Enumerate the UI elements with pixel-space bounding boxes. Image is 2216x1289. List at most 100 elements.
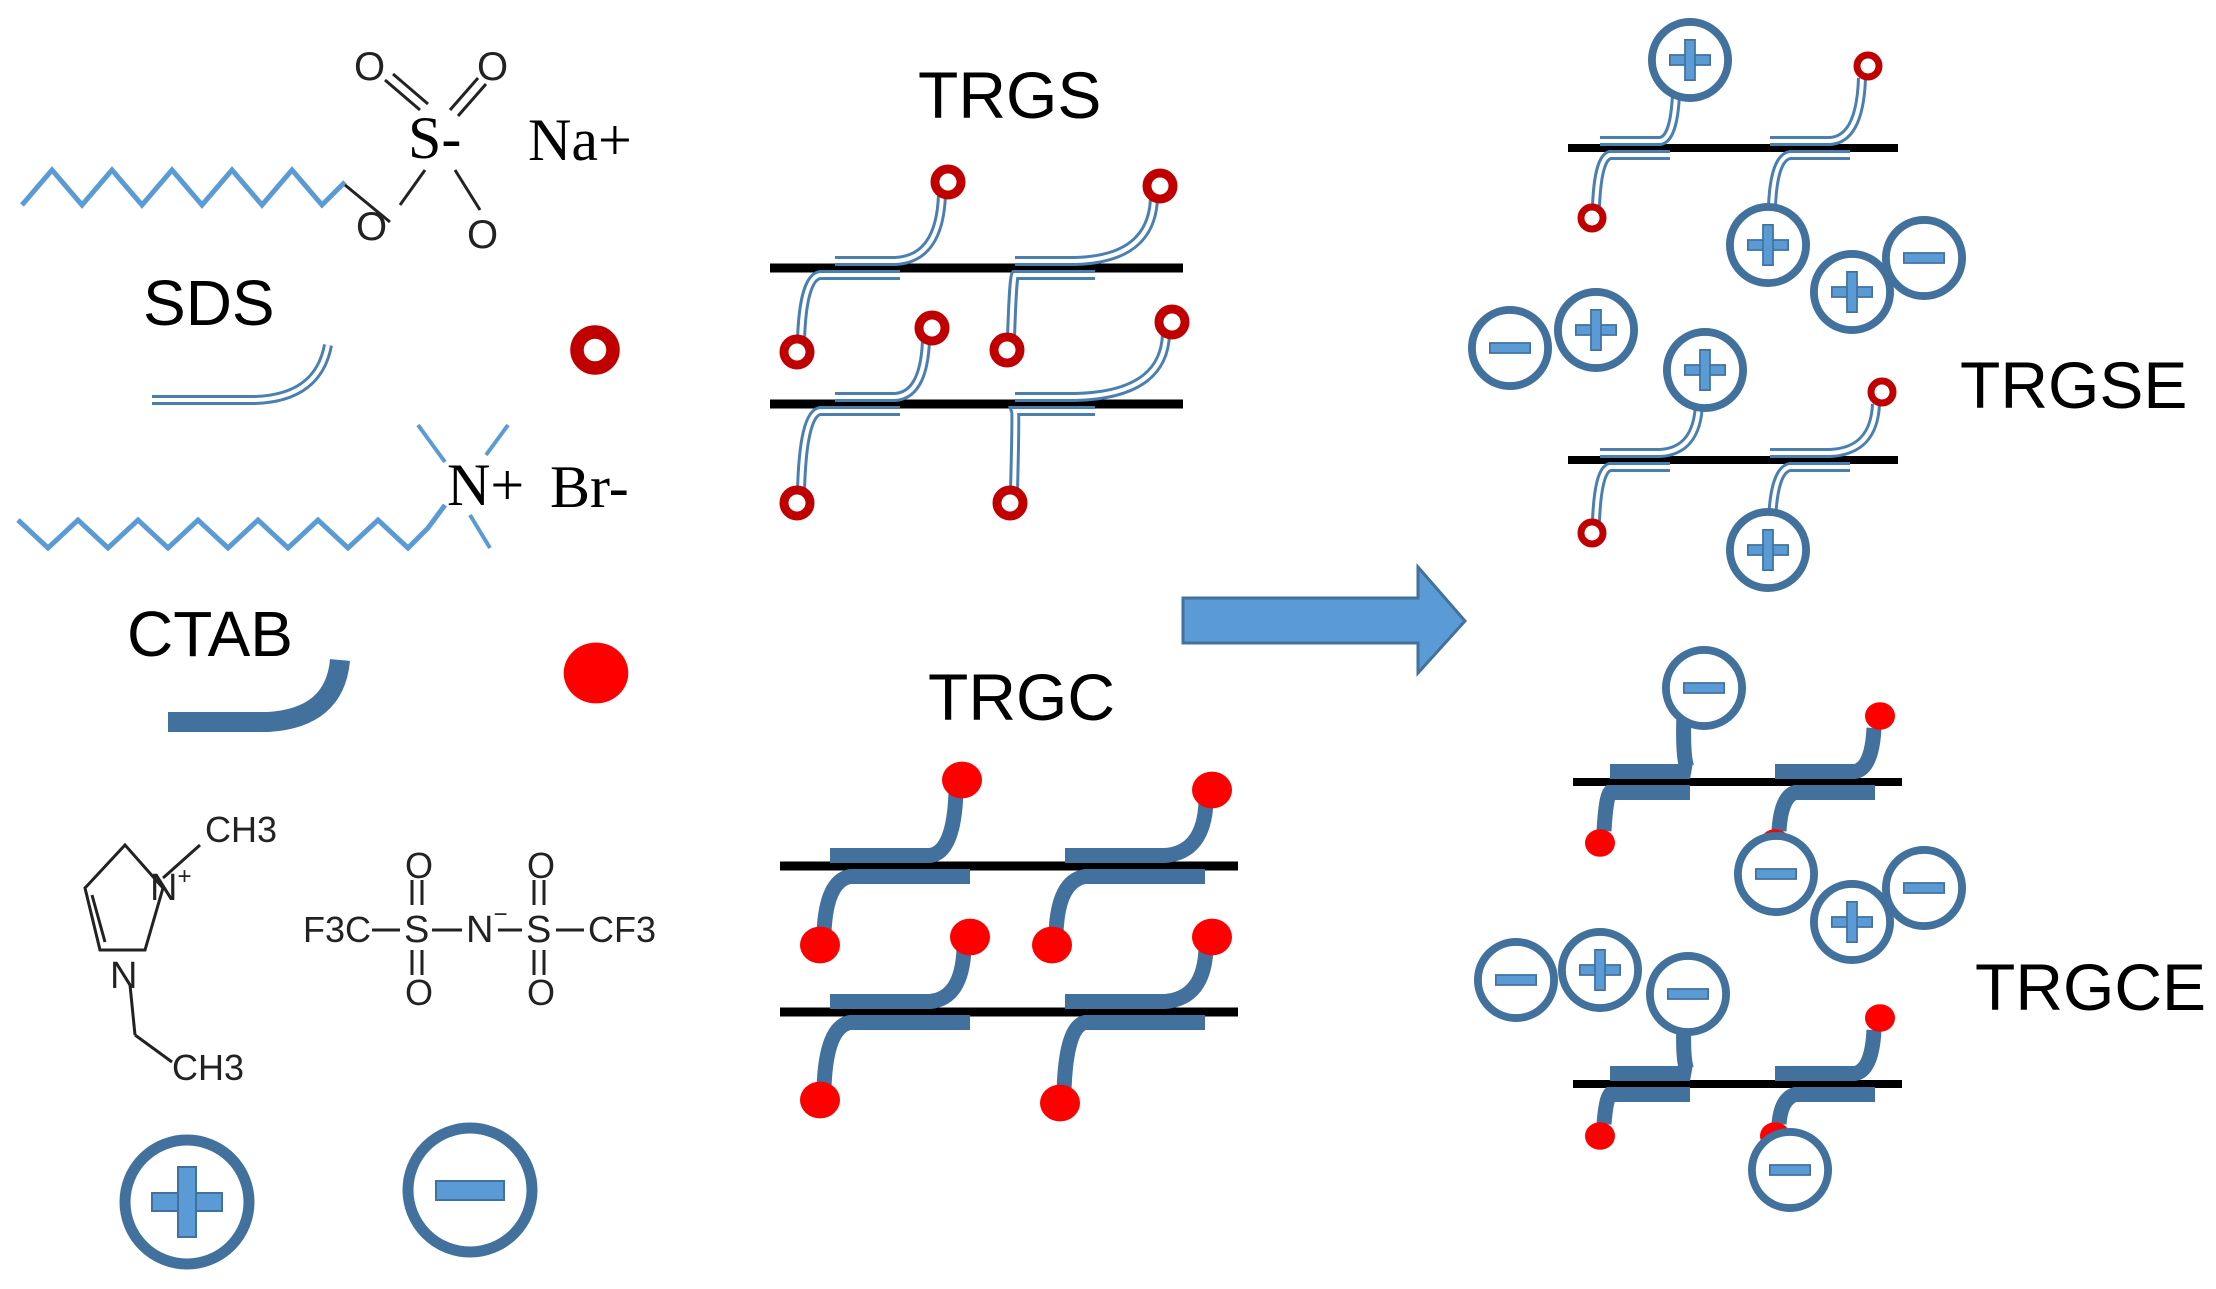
sds-tail (796, 406, 900, 492)
ctab-tail (816, 1015, 970, 1089)
sds-head-icon (914, 310, 950, 346)
ctab-head-icon (942, 761, 982, 799)
cation-icon (1553, 287, 1639, 373)
sds-tail (1600, 93, 1681, 146)
sds-head-icon (930, 164, 966, 200)
cation-icon (1662, 327, 1748, 413)
tfsi-cf3-right: CF3 (588, 909, 656, 950)
anion-legend-icon (402, 1122, 538, 1258)
ion-bar (1666, 988, 1710, 1000)
sds-tail (1006, 270, 1095, 339)
sds-tail-core (1015, 333, 1168, 399)
ion-bar-vertical (1699, 348, 1711, 392)
sds-head-icon (1577, 518, 1607, 548)
ion-bar-vertical (1846, 270, 1858, 314)
process-arrow (1181, 562, 1468, 677)
sds-sulfonate-charge: S- (408, 105, 461, 171)
ctab-tail (1771, 1087, 1875, 1125)
sds-molecule: O O O O S- Na+ (20, 45, 632, 257)
ionic-liquid-ions (1467, 17, 1967, 1213)
sds-tail-core (1012, 409, 1095, 492)
sds-head-icon (779, 334, 815, 370)
emim-cation-structure: CH3 N+ N CH3 (83, 809, 277, 1088)
sds-head-icon (992, 485, 1028, 521)
ctab-tail (1065, 801, 1214, 863)
sds-oxygen-bottom-left: O (356, 205, 387, 249)
ctab-tail-symbol (168, 658, 350, 732)
tfsi-oxygen-3: O (527, 845, 555, 886)
emim-n-plus: N+ (150, 863, 191, 909)
ctab-ammonium-head: N+ (447, 452, 524, 518)
sds-head-icon (1853, 51, 1883, 81)
ctab-head-icon (1865, 702, 1895, 730)
ctab-tail (1775, 1029, 1882, 1081)
sds-oxygen-top-right: O (477, 45, 508, 89)
tfsi-oxygen-4: O (527, 972, 555, 1013)
ctab-tail (1065, 948, 1214, 1009)
sds-label: SDS (143, 267, 275, 339)
anion-icon (1467, 305, 1553, 391)
sds-tail-core (799, 273, 900, 341)
cation-icon (1647, 17, 1733, 103)
ctab-head-icon (1585, 829, 1615, 857)
trgse-label: TRGSE (1960, 348, 2187, 422)
ion-bar (1754, 868, 1798, 880)
sds-tail-core (1770, 403, 1878, 455)
anion-icon (1881, 845, 1967, 931)
ctab-head-icon (800, 1081, 840, 1119)
cation-icon (1725, 507, 1811, 593)
sds-tail-core (1770, 77, 1864, 143)
ctab-head-icon (1192, 771, 1232, 809)
tfsi-nitrogen: N− (466, 901, 507, 951)
sds-head-icon (779, 485, 815, 521)
sds-oxygen-top-left: O (354, 45, 385, 89)
sds-tail (796, 270, 900, 341)
ion-bar (1488, 342, 1532, 354)
sds-tail-core (835, 193, 944, 263)
ctab-tail (830, 948, 972, 1009)
sds-tail-core (835, 339, 928, 399)
ctab-tail (1056, 1015, 1205, 1092)
ctab-head-symbol-icon (563, 642, 629, 704)
tfsi-cf3-left: F3C (303, 909, 371, 950)
cation-icon (1809, 879, 1895, 965)
sds-head-symbol-icon (577, 332, 613, 368)
sds-head-icon (1154, 304, 1190, 340)
trgce-structure (1573, 686, 1902, 1150)
ctab-head-icon (800, 926, 840, 964)
sds-tail (835, 193, 947, 266)
ctab-label: CTAB (127, 598, 293, 670)
tfsi-oxygen-2: O (405, 972, 433, 1013)
trgs-structure (770, 164, 1190, 521)
sds-head-icon (1142, 168, 1178, 204)
sds-tail-core (799, 409, 900, 492)
ion-bar (1902, 882, 1946, 894)
trgc-structure (780, 761, 1238, 1122)
trgce-label: TRGCE (1975, 950, 2206, 1024)
anion-icon (1733, 831, 1819, 917)
ctab-alkyl-chain (16, 503, 448, 552)
ctab-bromide-counterion: Br- (550, 454, 629, 520)
tfsi-sulfur-left: S (404, 909, 429, 951)
ctab-head-icon (1032, 926, 1072, 964)
sds-tail (1008, 406, 1095, 492)
ctab-tail (816, 869, 970, 934)
sds-tail-core (1594, 153, 1670, 207)
sds-tail-core (1009, 273, 1095, 339)
cation-icon (1725, 202, 1811, 288)
sds-tail-core (1594, 465, 1670, 522)
ctab-tail (1048, 869, 1205, 934)
ion-bar (1494, 974, 1538, 986)
anion-icon (1747, 1127, 1833, 1213)
ctab-head-icon (950, 918, 990, 956)
anion-icon (1881, 215, 1967, 301)
ctab-tail (1775, 727, 1882, 779)
sds-head-icon (989, 332, 1025, 368)
sds-tail-core (1770, 153, 1850, 207)
ion-bar-vertical (1762, 528, 1774, 572)
sds-sodium-counterion: Na+ (528, 107, 632, 173)
ion-bar-vertical (1846, 900, 1858, 944)
sds-alkyl-chain (20, 166, 347, 209)
ion-bar (1682, 682, 1726, 694)
